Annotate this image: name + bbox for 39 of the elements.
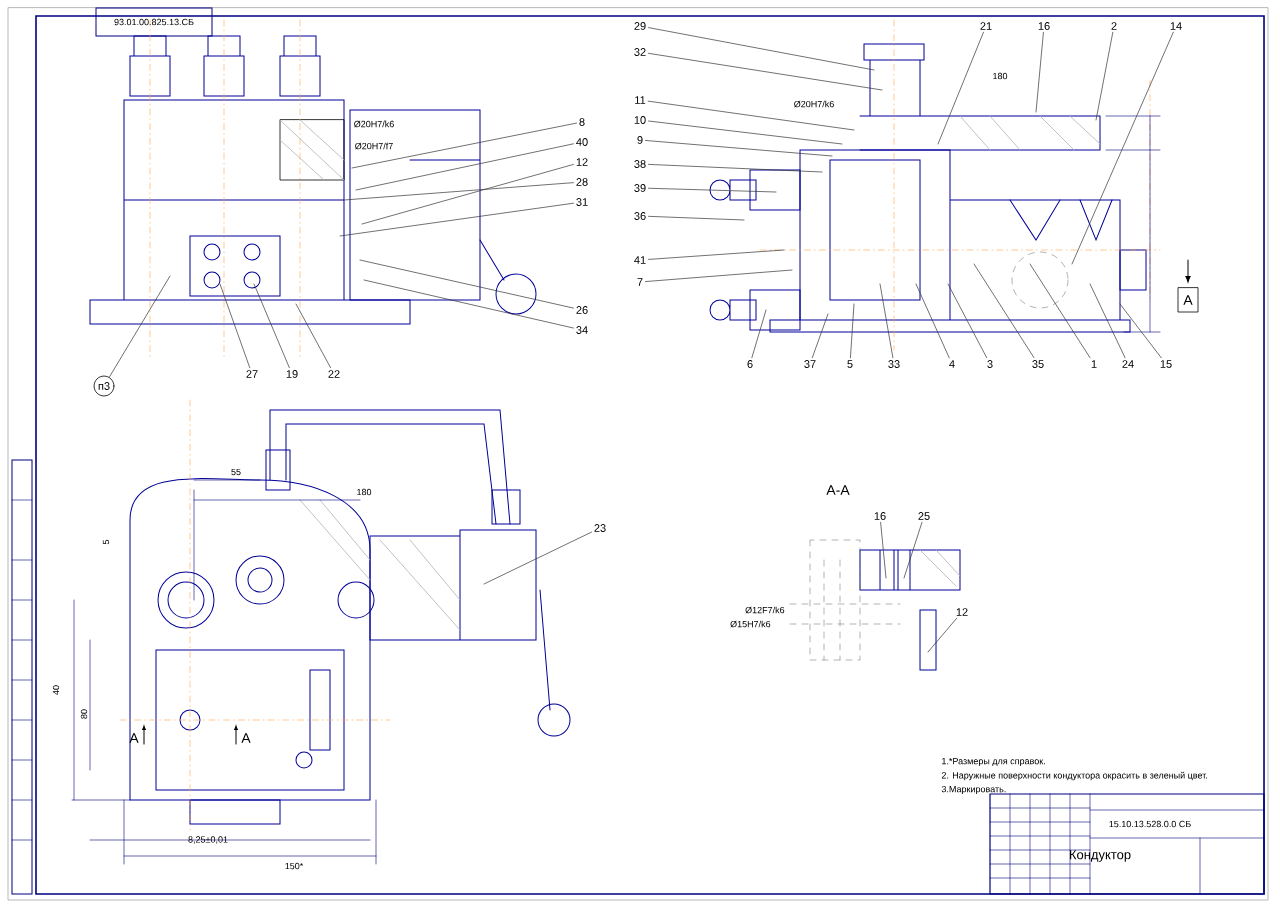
leader-line: [351, 122, 577, 169]
leader-line: [850, 303, 855, 359]
leader-line: [973, 263, 1035, 359]
leader-line: [811, 313, 829, 359]
leader-line: [751, 309, 767, 359]
leader-line: [361, 164, 574, 225]
leader-line: [645, 140, 833, 157]
leader-line: [219, 283, 251, 369]
leader-line: [339, 202, 574, 237]
leader-line: [937, 31, 984, 145]
leader-line: [648, 216, 745, 221]
leader-line: [363, 279, 574, 329]
leader-line: [483, 531, 592, 585]
leader-line: [1089, 283, 1126, 359]
leader-line: [108, 275, 171, 378]
leader-line: [903, 521, 923, 579]
leader-line: [1095, 31, 1114, 121]
leader-line: [648, 53, 883, 91]
leader-line: [880, 521, 887, 579]
leader-line: [1035, 31, 1044, 113]
leader-line: [647, 100, 855, 131]
leader-line: [295, 303, 331, 369]
leader-line: [343, 182, 574, 201]
leader-line: [648, 120, 843, 145]
leader-line: [947, 283, 988, 359]
leader-line: [1119, 303, 1162, 359]
leader-line: [645, 269, 793, 282]
leader-line: [648, 249, 785, 260]
leader-line: [648, 27, 875, 71]
leader-line: [359, 259, 574, 309]
leader-line: [927, 617, 958, 653]
leader-line: [648, 187, 777, 193]
leader-line: [648, 164, 823, 173]
leader-line: [1029, 263, 1091, 359]
leader-line: [879, 283, 894, 359]
leader-line: [253, 283, 290, 369]
leader-line: [1071, 31, 1174, 265]
leader-line: [355, 143, 574, 191]
leader-line: [915, 283, 950, 359]
